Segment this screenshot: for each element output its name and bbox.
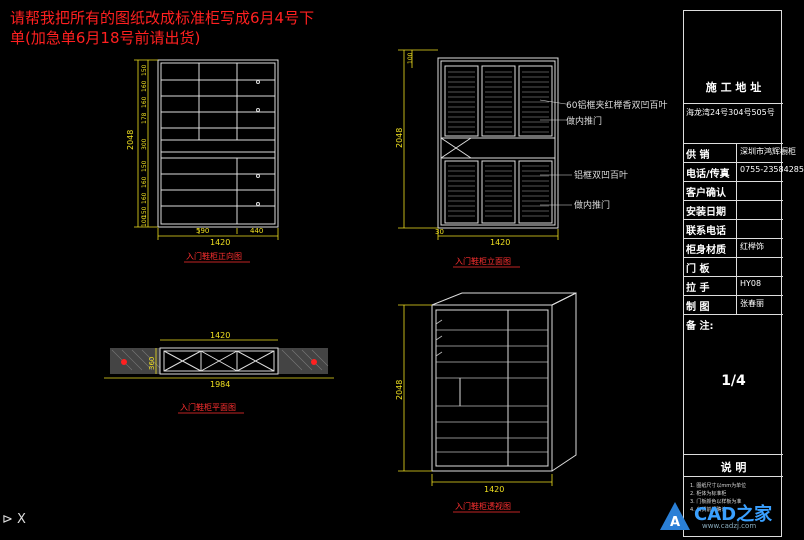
perspective-top	[431, 292, 577, 306]
title-block-row: 门 板	[684, 257, 783, 276]
front-side-dim: 160	[141, 192, 148, 204]
row-value: 红榉饰	[740, 242, 764, 251]
perspective-height-dim: 2048	[395, 380, 404, 400]
front-height-dim: 2048	[126, 130, 135, 150]
front-side-dim: 100	[141, 215, 148, 227]
elevation-caption: 入门鞋柜立面图	[455, 256, 511, 266]
elevation-dimensions	[398, 49, 559, 240]
plan-top-dim: 1420	[210, 331, 230, 340]
elevation-side-dim: 30	[435, 228, 444, 236]
front-view-caption: 入门鞋柜正向图	[186, 251, 242, 261]
title-block-row: 柜身材质 红榉饰	[684, 238, 783, 257]
title-block-address-row: 海龙湾24号304号505号	[684, 103, 783, 143]
perspective-front	[431, 304, 553, 472]
perspective-width-dim: 1420	[484, 485, 504, 494]
notes-body: 1. 图纸尺寸以mm为单位 2. 柜体为标准柜 3. 门板颜色以样板为准 4. …	[684, 476, 783, 538]
row-label: 安装日期	[686, 207, 726, 218]
watermark: A CAD之家 www.cadzj.com	[658, 498, 784, 536]
perspective-shelves	[435, 319, 548, 453]
title-block-row: 联系电话	[684, 219, 783, 238]
row-value: 深圳市鸿辉橱柜	[740, 147, 796, 156]
elevation-louvers	[448, 71, 549, 217]
row-value: HY08	[740, 279, 762, 288]
front-side-dim: 178	[141, 112, 148, 124]
svg-text:A: A	[670, 515, 680, 530]
elevation-callout-2: 做内推门	[566, 115, 602, 127]
elevation-callout-3: 铝框双凹百叶	[574, 169, 628, 181]
elevation-view	[437, 57, 559, 229]
plan-view	[104, 339, 334, 379]
row-label: 柜身材质	[686, 245, 726, 256]
row-label: 电话/传真	[686, 169, 730, 180]
title-block-remarks: 备 注: 1/4	[684, 314, 783, 454]
front-view-outline	[157, 59, 279, 228]
plan-depth-dim: 360	[148, 357, 156, 370]
row-label: 联系电话	[686, 226, 726, 237]
site-address: 海龙湾24号304号505号	[686, 108, 775, 117]
elevation-outline	[437, 57, 559, 229]
front-side-dim: 150	[141, 160, 148, 172]
front-side-dim: 160	[141, 80, 148, 92]
front-side-dim: 160	[141, 96, 148, 108]
notes-header-row: 说 明	[684, 454, 783, 476]
remark-label: 备 注:	[686, 321, 714, 332]
title-block-row: 电话/传真 0755-23584285	[684, 162, 804, 181]
command-line[interactable]: ⊳ X	[2, 512, 26, 527]
front-view	[157, 59, 279, 228]
title-block: 施 工 地 址 海龙湾24号304号505号 供 销 深圳市鸿辉橱柜 电话/传真 0…	[683, 10, 804, 538]
title-block-row: 供 销 深圳市鸿辉橱柜	[684, 143, 796, 162]
front-view-dimensions	[134, 59, 279, 240]
watermark-url: www.cadzj.com	[702, 522, 757, 530]
note-item: 1. 图纸尺寸以mm为单位	[690, 483, 747, 489]
row-value: 0755-23584285	[740, 165, 804, 174]
front-side-dim: 150	[141, 64, 148, 76]
elevation-callout-4: 做内推门	[574, 199, 610, 211]
page-number: 1/4	[721, 373, 746, 389]
perspective-view	[431, 292, 577, 472]
row-label: 拉 手	[686, 283, 710, 294]
perspective-caption: 入门鞋柜透视图	[455, 501, 511, 511]
front-left-side-dims: 150 160 160 178 300 150 160 160 150 100	[141, 64, 148, 227]
front-side-dim: 160	[141, 176, 148, 188]
front-sub-dim-2: 440	[250, 227, 263, 235]
title-block-header: 施 工 地 址	[705, 81, 762, 94]
elevation-width-dim: 1420	[490, 238, 510, 247]
row-value: 张春丽	[740, 299, 764, 308]
row-label: 门 板	[686, 264, 710, 275]
request-note-line-1: 请帮我把所有的图纸改成标准柜写成6月4号下	[10, 9, 315, 27]
title-block-row: 拉 手 HY08	[684, 276, 783, 295]
watermark-text: CAD之家	[694, 504, 773, 525]
elevation-height-dim: 2048	[395, 128, 404, 148]
notes-title: 说 明	[720, 461, 747, 474]
front-width-dim: 1420	[210, 238, 230, 247]
row-label: 供 销	[686, 150, 710, 161]
title-block-row: 制 图 张春丽	[684, 295, 783, 314]
front-side-dim: 300	[141, 138, 148, 150]
drawing-canvas[interactable]: 2048 1420 590 440 150 160 160 178 300 15…	[0, 0, 787, 540]
title-block-row: 客户确认	[684, 181, 783, 200]
note-item: 3. 门板颜色以样板为准	[690, 499, 742, 505]
elevation-callout-1: 60铝框夹红榉香双凹百叶	[566, 99, 667, 111]
perspective-dimensions	[398, 304, 553, 486]
elevation-top-dim: 100	[407, 52, 414, 64]
cad-logo-icon: A	[660, 502, 690, 530]
request-note-line-2: 单(加急单6月18号前请出货)	[10, 29, 201, 47]
front-side-dim: 150	[141, 206, 148, 218]
plan-caption: 入门鞋柜平面图	[180, 402, 236, 412]
title-block-row: 安装日期	[684, 200, 783, 219]
note-item: 4. 出货前请确认	[690, 507, 727, 513]
request-note: 请帮我把所有的图纸改成标准柜写成6月4号下 单(加急单6月18号前请出货)	[10, 8, 314, 48]
plan-bottom-dim: 1984	[210, 380, 230, 389]
row-label: 客户确认	[686, 188, 726, 199]
row-label: 制 图	[686, 302, 710, 313]
note-item: 2. 柜体为标准柜	[690, 491, 727, 497]
front-sub-dim-1: 590	[196, 227, 209, 235]
elevation-callouts	[539, 99, 572, 206]
